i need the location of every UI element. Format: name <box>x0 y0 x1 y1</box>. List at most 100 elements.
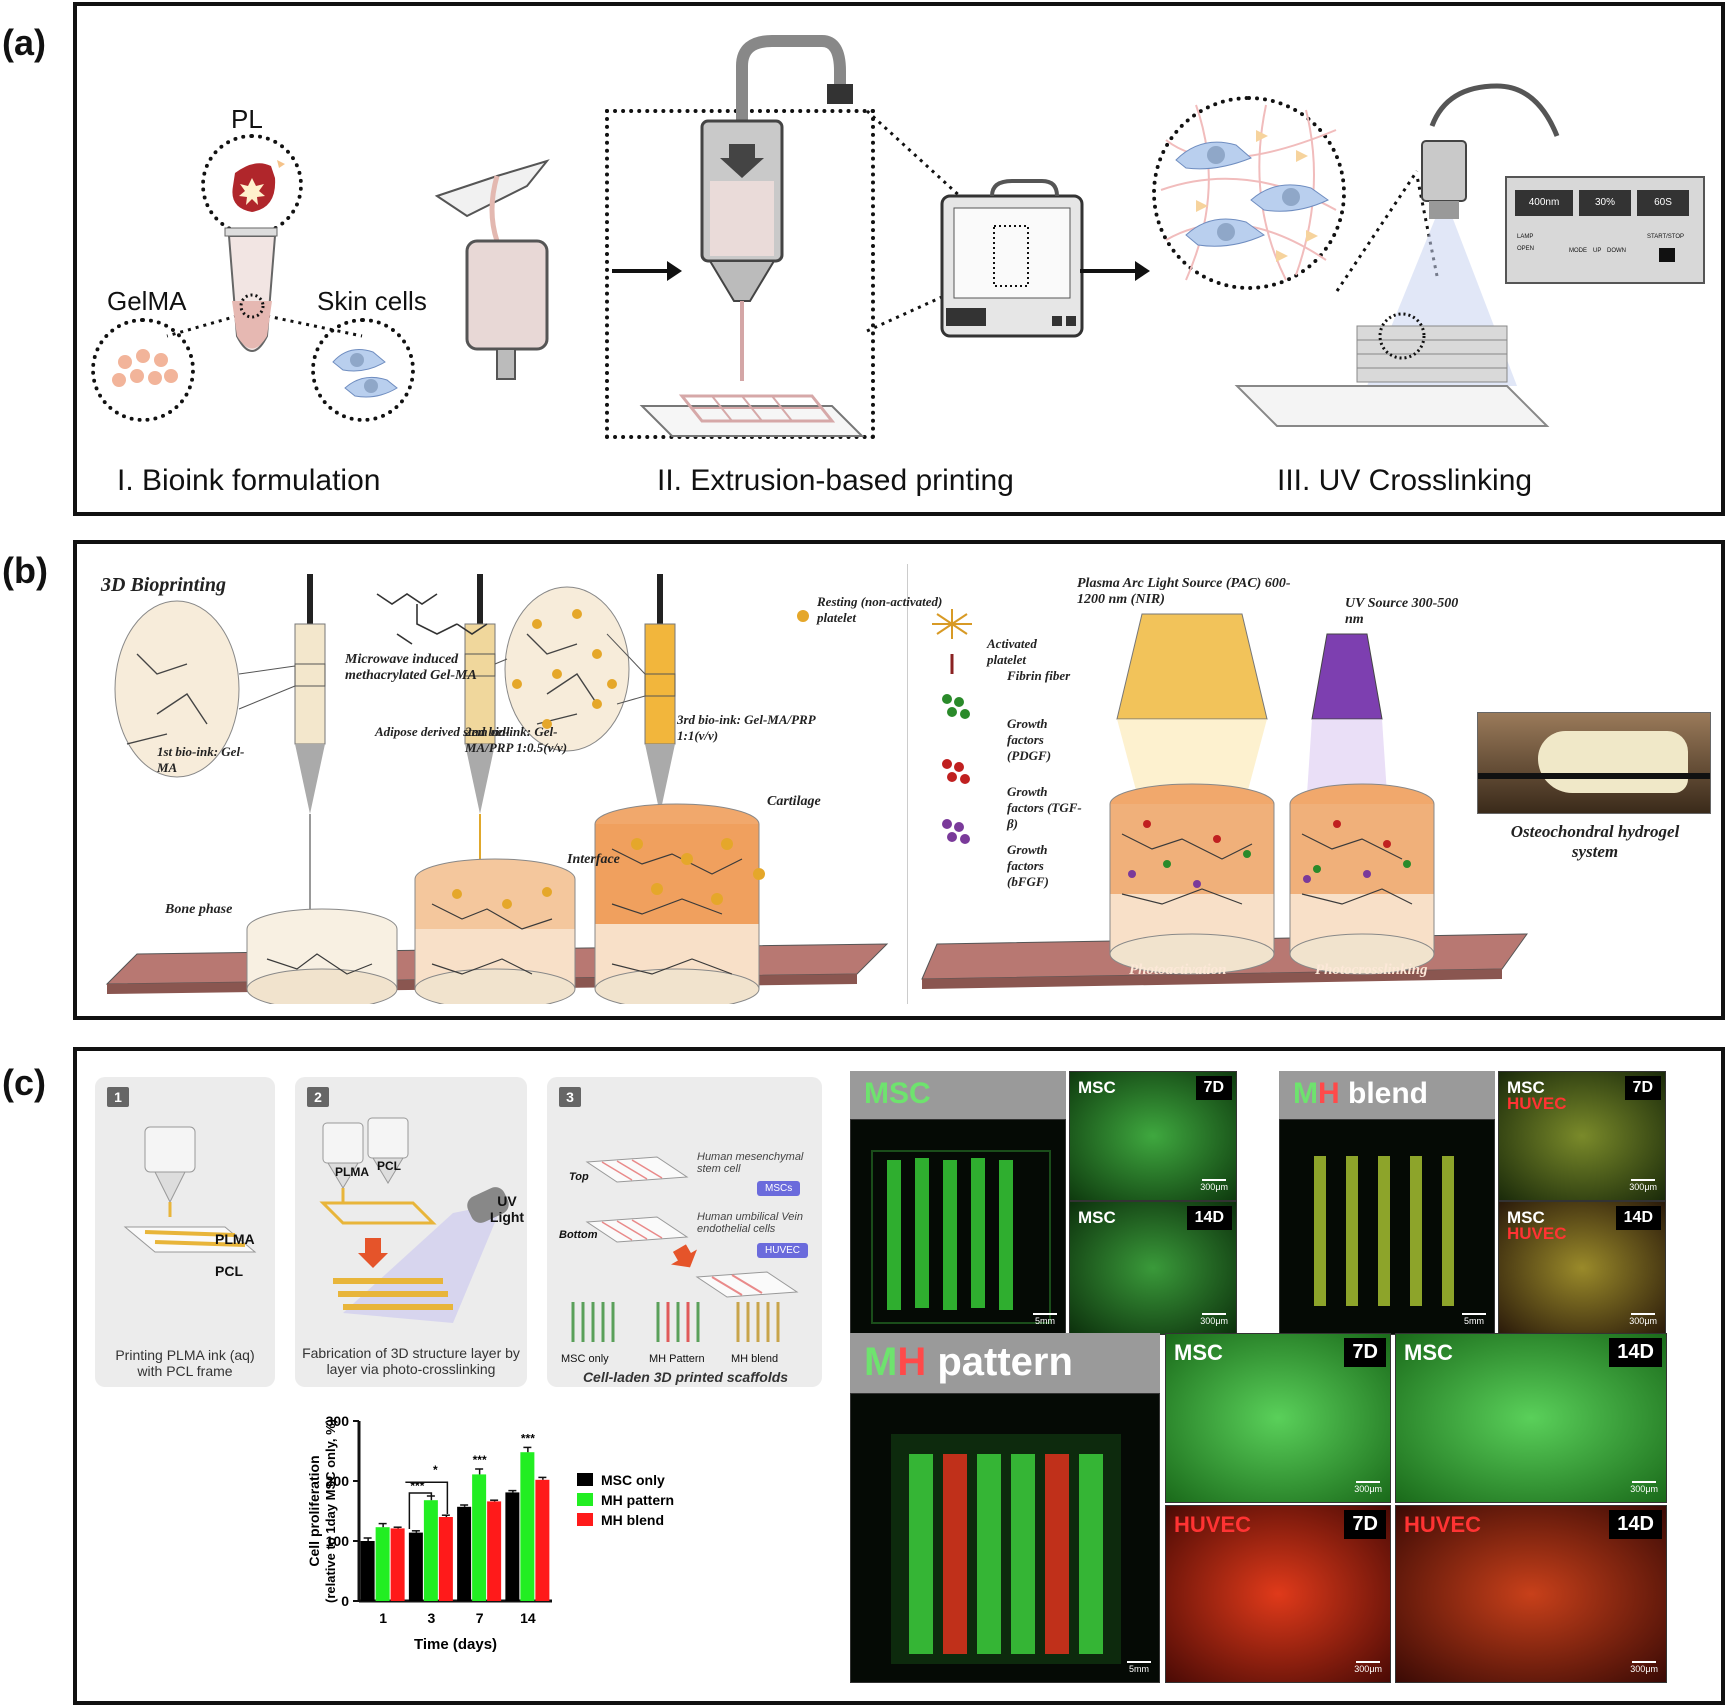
scale-bar: 300μm <box>1630 1661 1658 1674</box>
strand-3 <box>943 1160 957 1310</box>
uv-controller: 400nm 30% 60S LAMP OPEN MODE UP DOWN STA… <box>1505 176 1705 284</box>
strand-1 <box>887 1160 901 1310</box>
scale-bar: 300μm <box>1354 1481 1382 1494</box>
scale-bar: 5mm <box>1127 1661 1151 1674</box>
mh-pattern-title-m: M <box>864 1340 898 1384</box>
legend-swatch <box>577 1493 593 1506</box>
3d-printer-icon <box>940 179 1084 338</box>
bioprinting-scene <box>105 574 889 1004</box>
mh-pattern-msc-14d-day: 14D <box>1609 1338 1662 1367</box>
msc-7d-day: 7D <box>1195 1076 1232 1100</box>
down-button[interactable]: DOWN <box>1607 248 1626 254</box>
huvec-description: Human umbilical Vein endothelial cells <box>697 1211 803 1235</box>
mh-pattern-msc-7d-image: MSC 7D 300μm <box>1165 1333 1391 1503</box>
scaffold-frame <box>871 1150 1051 1324</box>
uv-wavelength-display: 400nm <box>1515 190 1573 216</box>
scale-bar: 5mm <box>1462 1313 1486 1326</box>
mh-blend-7d-msc-tag: MSC <box>1507 1078 1545 1097</box>
y-axis-subtitle: (relative to 1day MSC only, %) <box>323 1419 338 1603</box>
bar <box>423 1500 438 1601</box>
scaffold-types-illustration <box>571 1302 780 1342</box>
step-1-label: I. Bioink formulation <box>117 464 381 497</box>
osteochondral-photo <box>1477 712 1711 814</box>
scale-bar: 300μm <box>1630 1481 1658 1494</box>
microwave-label: Microwave induced methacrylated Gel-MA <box>345 652 477 683</box>
printhead-icon <box>639 35 865 437</box>
significance-bracket <box>405 1481 449 1514</box>
start-stop-button[interactable]: START/STOP <box>1647 234 1685 240</box>
scale-bar: 300μm <box>1200 1313 1228 1326</box>
activated-platelet-label: Activated platelet <box>987 636 1037 667</box>
mh-pattern-msc-14d-tag: MSC <box>1404 1340 1453 1365</box>
top-label: Top <box>569 1171 589 1183</box>
mh-blend-scaffold-image: 5mm <box>1279 1119 1495 1335</box>
gf-bfgf-label: Growth factors (bFGF) <box>1007 842 1049 889</box>
mh-pattern-huvec-14d-tag: HUVEC <box>1404 1512 1482 1537</box>
y-tick-label: 200 <box>326 1473 350 1489</box>
strand-2 <box>1346 1156 1358 1306</box>
msc-only-label: MSC only <box>561 1353 609 1365</box>
strand-5 <box>1045 1454 1069 1654</box>
uv-lamp-icon <box>1234 83 1560 427</box>
mh-blend-title-h: H <box>1318 1077 1340 1110</box>
fibrin-fiber-label: Fibrin fiber <box>1007 668 1071 683</box>
interface-label: Interface <box>567 852 620 867</box>
scale-bar: 300μm <box>1629 1179 1657 1192</box>
bioprinting-title: 3D Bioprinting <box>101 574 227 596</box>
uv-time-display: 60S <box>1637 190 1689 216</box>
skin-cells-label: Skin cells <box>317 286 427 316</box>
msc-description: Human mesenchymal stem cell <box>697 1151 804 1175</box>
step-card-3: 3 Top Bottom Human mesenchymal stem cell… <box>547 1077 822 1387</box>
bar <box>535 1479 550 1601</box>
mh-pattern-huvec-7d-image: HUVEC 7D 300μm <box>1165 1505 1391 1683</box>
panel-a-label: (a) <box>2 22 46 63</box>
tube-connections <box>166 227 363 352</box>
pac-label: Plasma Arc Light Source (PAC) 600-1200 n… <box>1077 576 1291 607</box>
hydrogel-sample <box>1538 731 1688 793</box>
legend-label: MSC only <box>601 1472 665 1488</box>
scale-bar: 300μm <box>1629 1313 1657 1326</box>
bar <box>375 1527 390 1601</box>
bioink-1-label: 1st bio-ink: Gel-MA <box>157 744 245 775</box>
y-tick-label: 300 <box>326 1413 350 1429</box>
bioink-2-label: 2nd bio-ink: Gel-MA/PRP 1:0.5(v/v) <box>465 724 568 755</box>
bar <box>390 1528 405 1601</box>
up-button[interactable]: UP <box>1593 248 1602 254</box>
gelma-label: GelMA <box>107 286 187 316</box>
photocrosslinking-label: Photocrosslinking <box>1315 962 1428 978</box>
strand-3 <box>977 1454 1001 1654</box>
legend-swatch <box>577 1473 593 1486</box>
mh-pattern-title-rest: pattern <box>926 1340 1073 1384</box>
step-1-caption: Printing PLMA ink (aq) with PCL frame <box>115 1347 255 1379</box>
strand-4 <box>1410 1156 1422 1306</box>
platelet-icon <box>797 610 809 622</box>
mh-blend-7d-image: MSC HUVEC 7D 300μm <box>1498 1071 1666 1201</box>
msc-14d-tag: MSC <box>1078 1208 1116 1227</box>
strand-2 <box>943 1454 967 1654</box>
mh-blend-14d-day: 14D <box>1615 1206 1661 1230</box>
strand-6 <box>1079 1454 1103 1654</box>
mode-button[interactable]: MODE <box>1569 248 1587 254</box>
printing-illustration <box>123 1126 257 1253</box>
strand-4 <box>1011 1454 1035 1654</box>
arrow-2-icon <box>1080 261 1150 281</box>
mh-blend-7d-day: 7D <box>1624 1076 1661 1100</box>
msc-badge: MSCs <box>757 1181 801 1196</box>
gf-tgf-label: Growth factors (TGF-β) <box>1007 784 1082 831</box>
mh-pattern-msc-14d-image: MSC 14D 300μm <box>1395 1333 1667 1503</box>
mh-pattern-huvec-14d-image: HUVEC 14D 300μm <box>1395 1505 1667 1683</box>
msc-14d-day: 14D <box>1186 1206 1232 1230</box>
forceps-icon <box>1478 773 1710 779</box>
uv-light-label: UV Light <box>489 1193 525 1225</box>
step-2-number: 2 <box>307 1087 329 1107</box>
panel-b-divider <box>907 564 908 1004</box>
msc-group-title: MSC <box>850 1071 1066 1119</box>
significance-label: *** <box>521 1432 535 1446</box>
significance-label: *** <box>473 1453 487 1467</box>
cartridge-icon <box>434 159 550 380</box>
mh-blend-title-rest: blend <box>1339 1077 1429 1110</box>
bar <box>360 1541 375 1601</box>
scaffold-illustration <box>585 1156 799 1298</box>
bar <box>408 1532 423 1601</box>
